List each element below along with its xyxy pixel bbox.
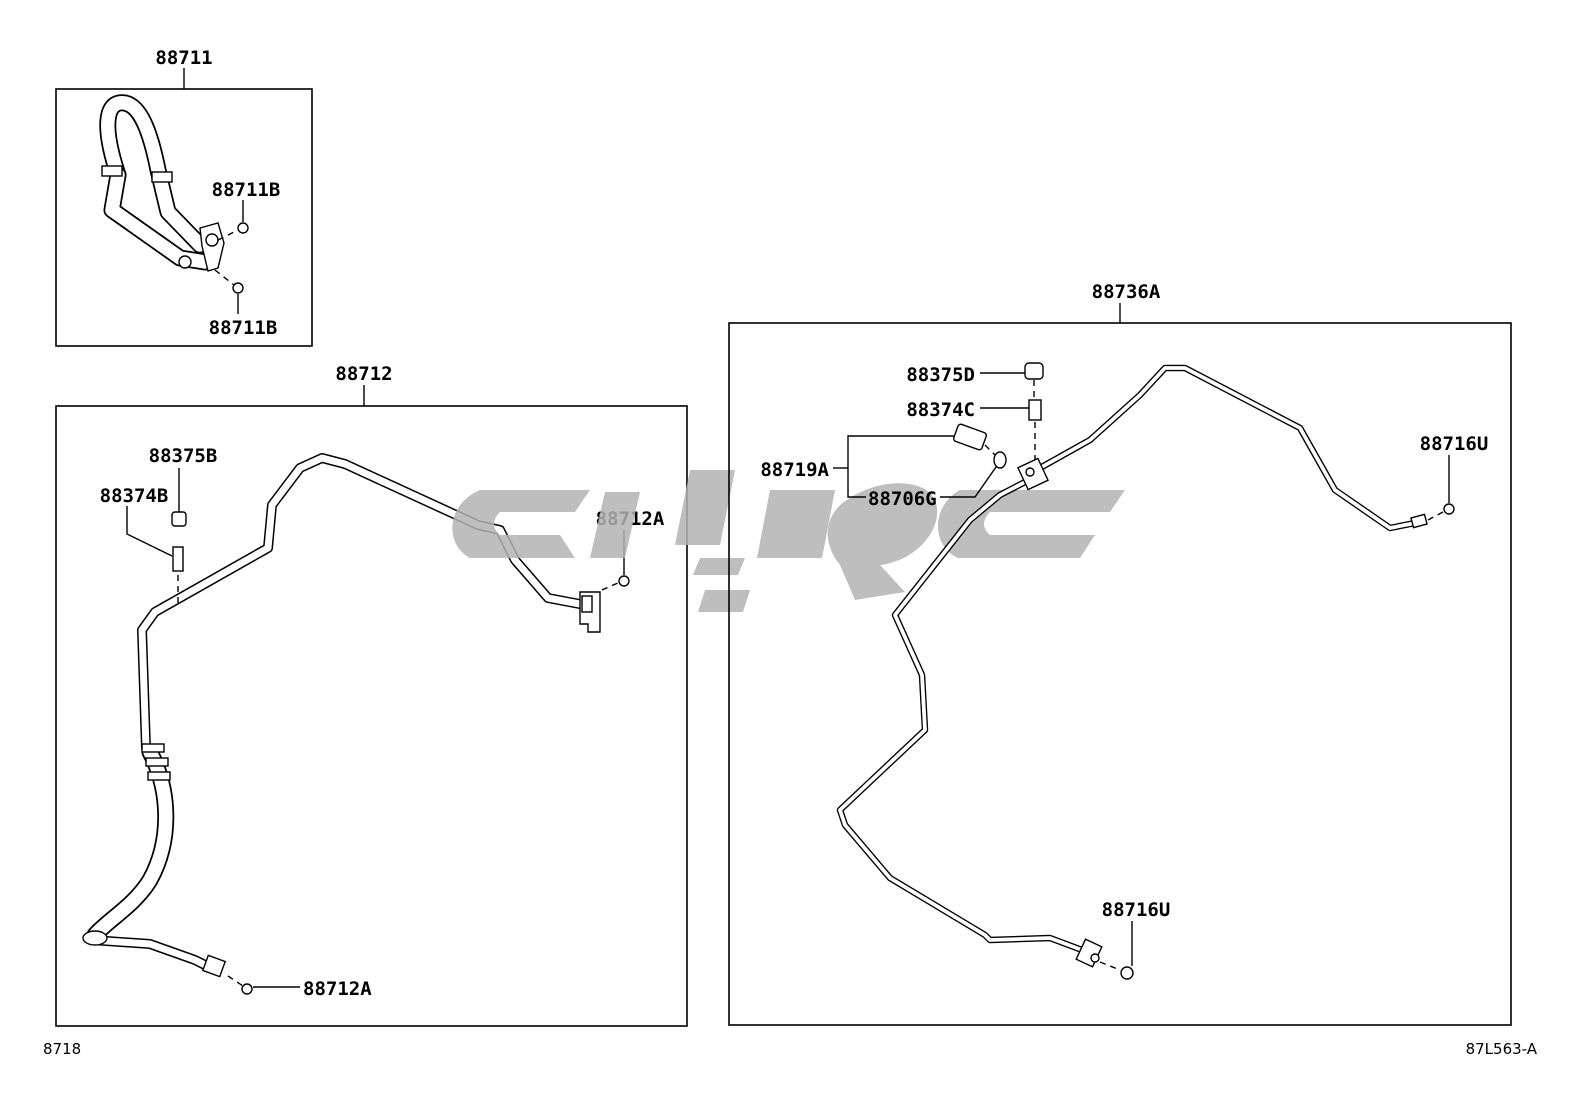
- group-88711: 88711 88711B 88711B: [55, 47, 313, 347]
- tube-88736A: [836, 364, 1428, 968]
- group-88712: 88712 88375B 88374B 88712A: [55, 363, 688, 1027]
- nut-88716U-right: [1443, 503, 1455, 515]
- pressure-switch-88719A: [952, 423, 988, 451]
- watermark-logo: [452, 470, 1125, 612]
- part-label-88711B-bottom: 88711B: [209, 317, 278, 339]
- part-label-88375B: 88375B: [149, 445, 218, 467]
- part-label-88716U-bottom: 88716U: [1102, 899, 1171, 921]
- part-label-88719A: 88719A: [760, 459, 829, 481]
- hose-88711: [99, 94, 225, 272]
- footer-left-code: 8718: [43, 1040, 81, 1058]
- group-88736A-label: 88736A: [1092, 281, 1161, 303]
- core-88374C: [1028, 399, 1042, 421]
- nut-88712A-bottom: [241, 983, 253, 995]
- footer-right-code: 87L563-A: [1466, 1040, 1538, 1058]
- group-88736A: 88736A 88375D 88374C 88719A 88706G: [728, 281, 1512, 1026]
- nut-88716U-bottom: [1120, 966, 1134, 980]
- part-label-88374C: 88374C: [906, 399, 975, 421]
- part-label-88716U-right: 88716U: [1420, 433, 1489, 455]
- part-label-88706G: 88706G: [868, 488, 937, 510]
- part-label-88711B-top: 88711B: [212, 179, 281, 201]
- nut-88711B-bottom: [232, 282, 244, 294]
- o-ring-88706G: [993, 451, 1007, 469]
- core-88374B: [172, 546, 184, 572]
- pipe-88712: [82, 453, 601, 978]
- cap-88375B: [171, 511, 187, 527]
- part-label-88374B: 88374B: [100, 485, 169, 507]
- group-88712-frame: [55, 405, 688, 1027]
- nut-88712A-top: [618, 575, 630, 587]
- group-88712-label: 88712: [335, 363, 392, 385]
- cap-88375D: [1024, 362, 1044, 380]
- part-label-88375D: 88375D: [906, 364, 975, 386]
- group-88711-label: 88711: [155, 47, 212, 69]
- part-label-88712A-bottom: 88712A: [303, 978, 372, 1000]
- nut-88711B-top: [237, 222, 249, 234]
